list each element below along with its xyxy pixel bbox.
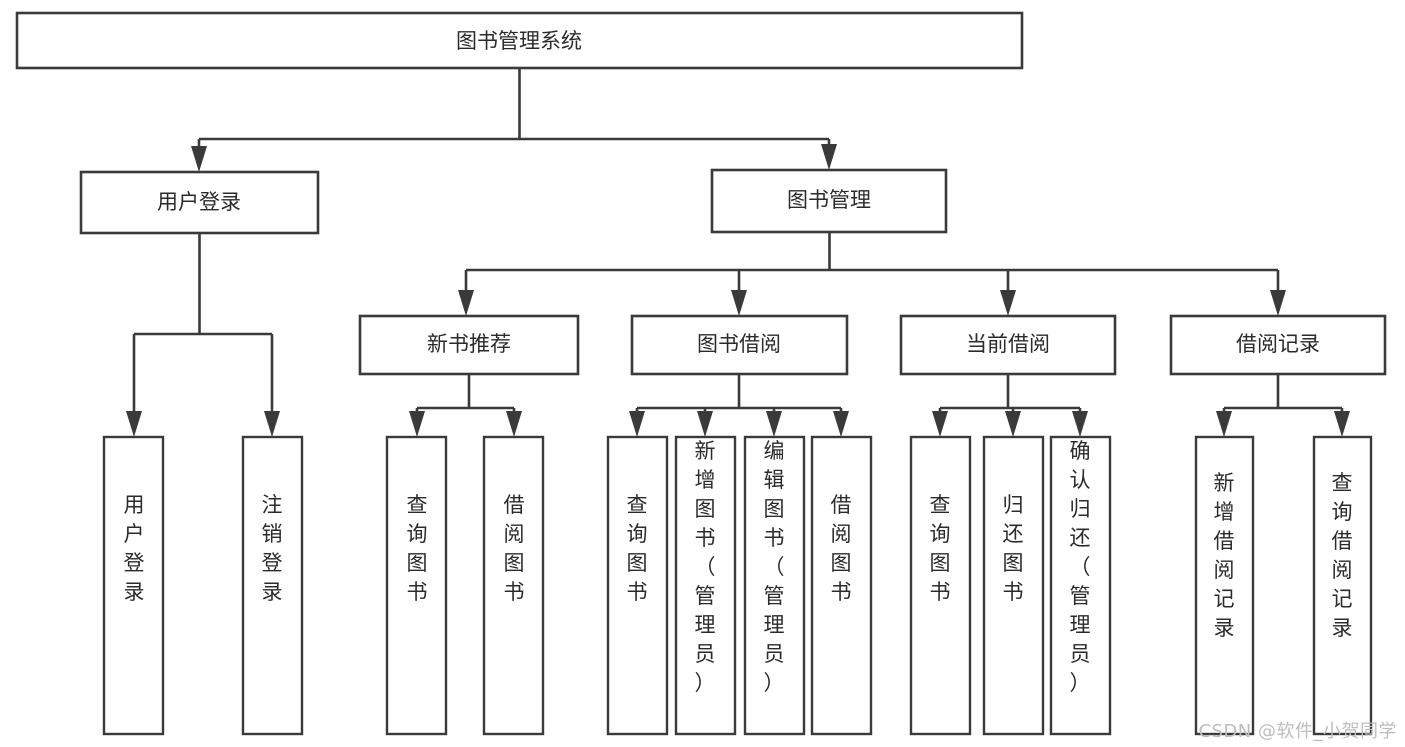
node-book-management[interactable]: 图书管理 xyxy=(710,168,948,234)
arrow-head-icon xyxy=(731,290,747,316)
node-label-book-management: 图书管理 xyxy=(787,188,871,212)
node-box xyxy=(1049,435,1112,736)
node-box xyxy=(1169,314,1387,376)
leaf-node-query-book-2[interactable]: 查询图书 xyxy=(606,435,669,736)
arrow-head-icon xyxy=(1216,411,1232,437)
node-label-borrow-record: 借阅记录 xyxy=(1236,332,1320,356)
arrow-head-icon xyxy=(697,411,713,437)
arrow-head-icon xyxy=(191,146,207,172)
leaf-node-query-book-3[interactable]: 查询图书 xyxy=(909,435,972,736)
node-box xyxy=(102,435,165,736)
leaf-node-borrow-book-1[interactable]: 借阅图书 xyxy=(482,435,545,736)
node-box xyxy=(909,435,972,736)
node-label-root: 图书管理系统 xyxy=(456,29,582,53)
node-book-borrow[interactable]: 图书借阅 xyxy=(630,314,849,376)
arrow-head-icon xyxy=(1005,411,1021,437)
arrow-head-icon xyxy=(629,411,645,437)
edge-group-root xyxy=(191,68,837,172)
leaf-label-borrow-book: 借阅图书 xyxy=(504,493,525,604)
node-current-borrow[interactable]: 当前借阅 xyxy=(899,314,1117,376)
arrow-head-icon xyxy=(506,411,522,437)
leaf-node-user-login[interactable]: 用户登录 xyxy=(102,435,165,736)
node-box xyxy=(15,11,1024,70)
node-label-current-borrow: 当前借阅 xyxy=(966,332,1050,356)
leaf-label-add-borrow-record: 新增借阅记录 xyxy=(1214,471,1235,640)
node-label-new-book-recommend: 新书推荐 xyxy=(427,332,511,356)
edge-group-new-book xyxy=(409,374,522,437)
edge-group-book-mgmt xyxy=(458,232,1286,316)
node-box xyxy=(482,435,545,736)
node-label-user-login: 用户登录 xyxy=(157,190,241,214)
leaf-label-query-borrow-record: 查询借阅记录 xyxy=(1332,471,1353,640)
arrow-head-icon xyxy=(1072,411,1088,437)
arrow-head-icon xyxy=(1000,290,1016,316)
node-user-login[interactable]: 用户登录 xyxy=(79,170,320,235)
leaf-node-logout[interactable]: 注销登录 xyxy=(241,435,304,736)
leaf-label-user-login: 用户登录 xyxy=(124,493,145,604)
leaf-label-add-book-admin: 新增图书（管理员） xyxy=(695,439,716,695)
arrow-head-icon xyxy=(1270,290,1286,316)
leaf-label-confirm-return-admin: 确认归还（管理员） xyxy=(1070,439,1091,695)
arrow-head-icon xyxy=(126,411,142,437)
leaf-node-add-book-admin[interactable]: 新增图书（管理员） xyxy=(674,435,737,736)
node-label-book-borrow: 图书借阅 xyxy=(697,332,781,356)
node-box xyxy=(899,314,1117,376)
leaf-label-borrow-book: 借阅图书 xyxy=(831,493,852,604)
leaf-node-borrow-book-2[interactable]: 借阅图书 xyxy=(810,435,873,736)
node-box xyxy=(79,170,320,235)
leaf-node-confirm-return-admin[interactable]: 确认归还（管理员） xyxy=(1049,435,1112,736)
node-box xyxy=(385,435,448,736)
node-borrow-record[interactable]: 借阅记录 xyxy=(1169,314,1387,376)
node-new-book-recommend[interactable]: 新书推荐 xyxy=(358,314,580,376)
leaf-label-return-book: 归还图书 xyxy=(1003,493,1024,604)
node-box xyxy=(606,435,669,736)
node-box xyxy=(674,435,737,736)
node-box xyxy=(982,435,1045,736)
arrow-head-icon xyxy=(264,411,280,437)
node-root-system[interactable]: 图书管理系统 xyxy=(15,11,1024,70)
node-box xyxy=(358,314,580,376)
node-box xyxy=(710,168,948,234)
edge-group-user-login xyxy=(126,233,280,437)
leaf-node-return-book[interactable]: 归还图书 xyxy=(982,435,1045,736)
leaf-label-logout: 注销登录 xyxy=(262,493,283,604)
node-box xyxy=(1194,435,1255,736)
edge-group-current-borrow xyxy=(932,374,1088,437)
arrow-head-icon xyxy=(458,290,474,316)
node-box xyxy=(743,435,806,736)
node-box xyxy=(1312,435,1373,736)
arrow-head-icon xyxy=(932,411,948,437)
node-box xyxy=(810,435,873,736)
leaf-label-query-book: 查询图书 xyxy=(627,493,648,604)
node-box xyxy=(241,435,304,736)
arrow-head-icon xyxy=(1334,411,1350,437)
edge-group-borrow xyxy=(629,374,849,437)
leaf-label-query-book: 查询图书 xyxy=(930,493,951,604)
leaf-node-query-book-1[interactable]: 查询图书 xyxy=(385,435,448,736)
node-box xyxy=(630,314,849,376)
arrow-head-icon xyxy=(409,411,425,437)
arrow-head-icon xyxy=(821,144,837,170)
leaf-node-edit-book-admin[interactable]: 编辑图书（管理员） xyxy=(743,435,806,736)
leaf-node-add-borrow-record[interactable]: 新增借阅记录 xyxy=(1194,435,1255,736)
leaf-label-query-book: 查询图书 xyxy=(407,493,428,604)
leaf-label-edit-book-admin: 编辑图书（管理员） xyxy=(764,439,785,695)
arrow-head-icon xyxy=(833,411,849,437)
leaf-node-query-borrow-record[interactable]: 查询借阅记录 xyxy=(1312,435,1373,736)
arrow-head-icon xyxy=(766,411,782,437)
edge-group-borrow-record xyxy=(1216,374,1350,437)
